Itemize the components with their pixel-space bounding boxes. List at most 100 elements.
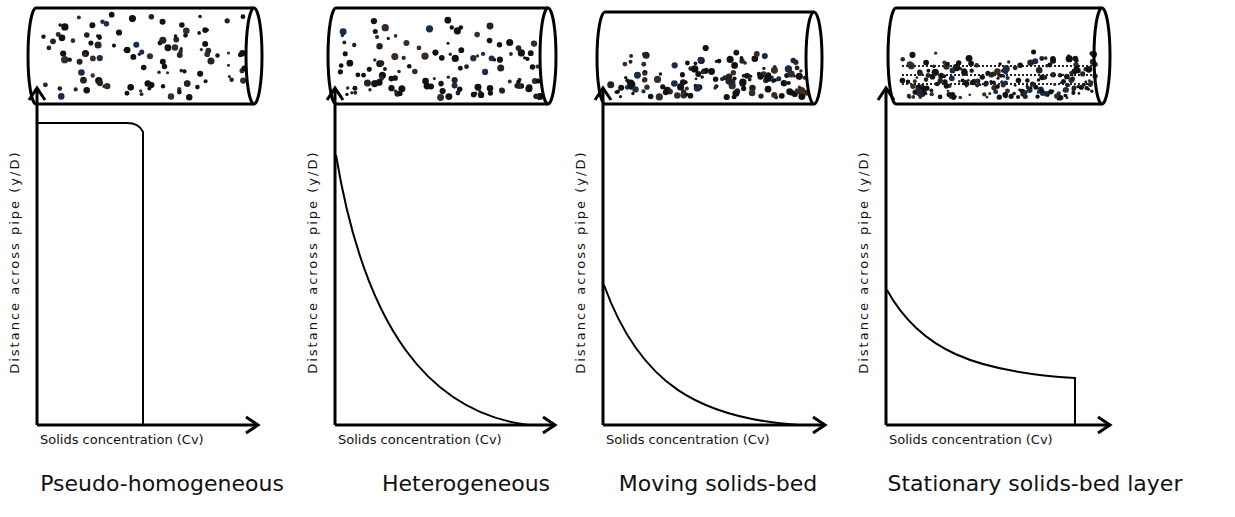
particle (398, 91, 403, 96)
particle (432, 49, 438, 55)
particle (765, 86, 772, 93)
particle (629, 54, 633, 58)
particle (1074, 58, 1079, 63)
particle (200, 48, 203, 51)
particle (762, 53, 768, 59)
axis-arrow (29, 88, 45, 100)
particle (694, 84, 697, 87)
particle (771, 92, 777, 98)
particle (776, 76, 781, 81)
particle (634, 72, 641, 79)
particle (791, 58, 796, 63)
particle (672, 62, 678, 68)
particle (412, 69, 418, 75)
axes (878, 88, 1110, 433)
particle (452, 55, 459, 62)
particle (160, 59, 166, 65)
axis-label: Distance across pipe (y/D) (575, 150, 589, 373)
axes (595, 88, 825, 433)
particle (643, 52, 650, 59)
particle (186, 94, 192, 100)
particle (83, 87, 90, 94)
particle (937, 78, 943, 84)
particle (59, 34, 66, 41)
particle (95, 41, 102, 48)
particle (174, 34, 178, 38)
particle (694, 84, 701, 91)
particle (373, 29, 378, 34)
particle (41, 34, 45, 38)
particle (667, 89, 673, 95)
particle (685, 61, 690, 66)
particle (482, 69, 488, 75)
particle (378, 60, 384, 66)
particle (352, 43, 356, 47)
particle (771, 78, 775, 82)
particle (346, 86, 350, 90)
particle (720, 77, 724, 81)
particle (911, 95, 915, 99)
regime-panel (28, 8, 262, 433)
pipe (28, 8, 262, 104)
particle (1003, 70, 1008, 75)
particle (205, 52, 210, 57)
particle (907, 94, 911, 98)
concentration-profile (604, 285, 798, 425)
particle (1002, 92, 1008, 98)
particle (433, 77, 436, 80)
particle (968, 94, 971, 97)
particle (376, 43, 382, 49)
particle (1063, 87, 1069, 93)
particle (184, 80, 190, 86)
particle (1070, 76, 1075, 81)
particle (754, 51, 760, 57)
particle (741, 86, 746, 91)
axis-label: Distance across pipe (y/D) (307, 150, 321, 373)
axes (29, 88, 258, 433)
particle (619, 95, 622, 98)
particle (350, 91, 353, 94)
particle (1012, 92, 1016, 96)
particle (1071, 87, 1076, 92)
particle (444, 17, 451, 24)
particle (680, 79, 686, 85)
particle (397, 70, 401, 74)
particle (371, 18, 377, 24)
particle (713, 86, 716, 89)
particle (919, 90, 923, 94)
particle (58, 86, 63, 91)
particle (785, 65, 792, 72)
particle (969, 68, 973, 72)
particle (724, 94, 730, 100)
pipe-end (806, 12, 822, 104)
particle (421, 52, 428, 59)
particle (757, 74, 763, 80)
particle (471, 92, 477, 98)
particle (180, 47, 183, 50)
particle (77, 15, 81, 19)
particle (644, 85, 649, 90)
particle (161, 84, 165, 88)
particle (743, 61, 747, 65)
particle (487, 38, 493, 44)
particle (1079, 85, 1084, 90)
particle (487, 23, 494, 30)
particle (353, 91, 357, 95)
particle (732, 95, 736, 99)
particle (1072, 85, 1077, 90)
particle (982, 92, 986, 96)
particle (958, 80, 961, 83)
particle (470, 55, 476, 61)
particle (671, 80, 678, 87)
particle (112, 44, 116, 48)
particle (695, 77, 698, 80)
particle (951, 95, 956, 100)
particle (698, 57, 705, 64)
particle (497, 64, 504, 71)
particle (100, 19, 105, 24)
particle (449, 53, 452, 56)
particle (438, 81, 443, 86)
particle (373, 58, 376, 61)
axis-label: Distance across pipe (y/D) (9, 150, 23, 373)
particle (1006, 76, 1010, 80)
